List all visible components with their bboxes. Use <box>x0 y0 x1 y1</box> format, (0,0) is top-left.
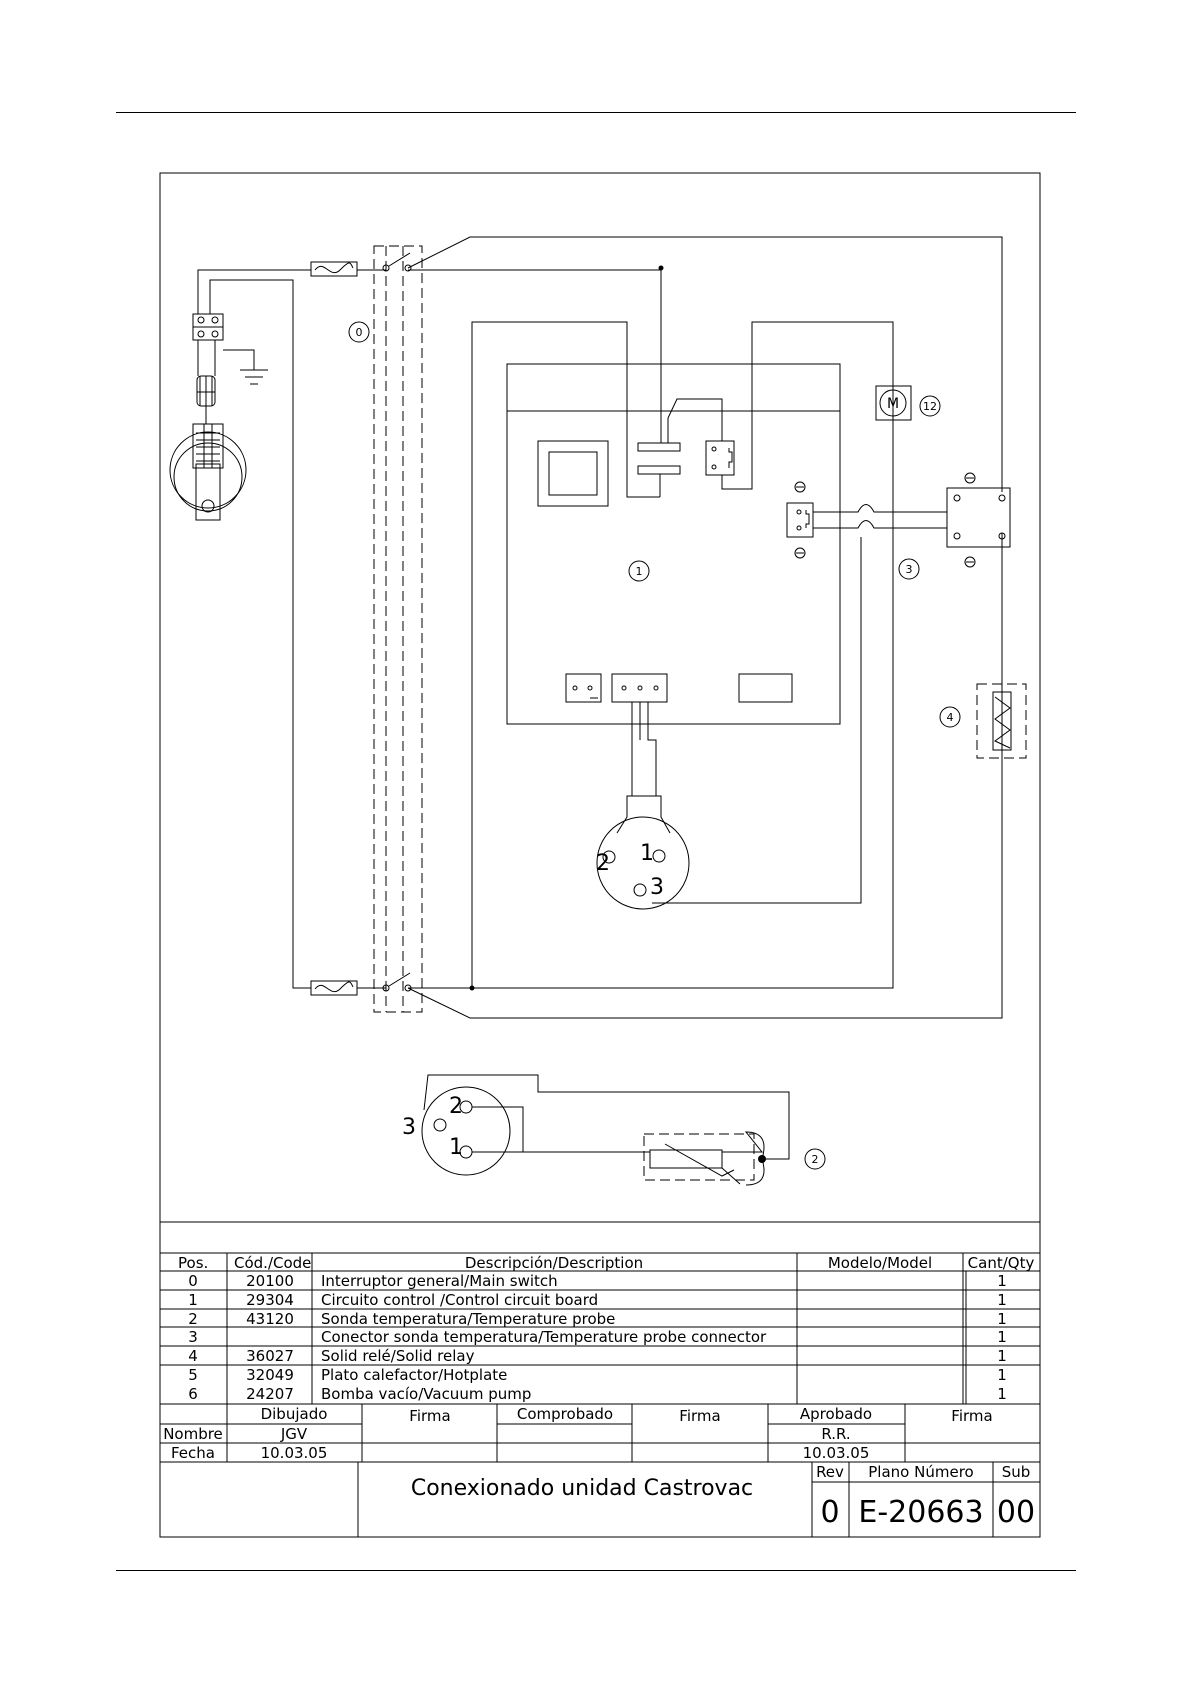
row-0-code: 20100 <box>246 1272 294 1290</box>
probe-connector-lower <box>421 1086 511 1176</box>
ground-icon <box>223 349 268 385</box>
title-block <box>160 1404 1040 1537</box>
nombre-label: Nombre <box>163 1425 223 1443</box>
row-4-description: Solid relé/Solid relay <box>321 1347 475 1365</box>
lower-pin-1: 1 <box>449 1135 463 1160</box>
aprobado-label: Aprobado <box>800 1405 872 1423</box>
row-0-qty: 1 <box>997 1272 1007 1290</box>
relay-minus-markers <box>794 481 806 559</box>
lower-pin-2: 2 <box>449 1094 463 1119</box>
parts-rows: 0 20100 Interruptor general/Main switch … <box>188 1272 1007 1403</box>
probe-connector-upper <box>596 795 690 910</box>
parts-table <box>159 1221 1040 1537</box>
parts-header-pos: Pos. <box>178 1254 208 1272</box>
row-5-description: Plato calefactor/Hotplate <box>321 1366 507 1384</box>
sub-label: Sub <box>1002 1463 1031 1481</box>
mains-plug-icon <box>169 423 247 521</box>
parts-header-code: Cód./Code <box>234 1254 311 1272</box>
top-rule <box>116 112 1076 113</box>
bottom-rule <box>116 1570 1076 1571</box>
row-5-qty: 1 <box>997 1366 1007 1384</box>
temperature-probe-icon <box>643 1133 755 1181</box>
row-3-pos: 3 <box>188 1328 198 1346</box>
row-6-qty: 1 <box>997 1385 1007 1403</box>
row-0-pos: 0 <box>188 1272 198 1290</box>
firma-label-2: Firma <box>679 1407 720 1425</box>
main-switch <box>373 245 423 1013</box>
callout-12: 12 <box>923 400 937 413</box>
row-3-description: Conector sonda temperatura/Temperature p… <box>321 1328 767 1346</box>
row-5-pos: 5 <box>188 1366 198 1384</box>
upper-pin-2: 2 <box>596 851 610 876</box>
firma-label-1: Firma <box>409 1407 450 1425</box>
callout-1: 1 <box>636 565 643 578</box>
plano-label: Plano Número <box>868 1463 973 1481</box>
parts-header-model: Modelo/Model <box>828 1254 932 1272</box>
parts-header-description: Descripción/Description <box>465 1254 643 1272</box>
row-4-pos: 4 <box>188 1347 198 1365</box>
row-0-description: Interruptor general/Main switch <box>321 1272 558 1290</box>
plano-value: E-20663 <box>858 1495 983 1530</box>
terminal-block <box>192 313 224 341</box>
lower-pin-3: 3 <box>402 1115 416 1140</box>
row-6-description: Bomba vacío/Vacuum pump <box>321 1385 531 1403</box>
drawing-title: Conexionado unidad Castrovac <box>411 1476 753 1501</box>
callout-3: 3 <box>906 563 913 576</box>
fuse-bottom-icon <box>310 980 358 996</box>
comprobado-label: Comprobado <box>517 1405 613 1423</box>
callout-4: 4 <box>947 711 954 724</box>
junction-dot <box>658 265 664 271</box>
junction-dot <box>469 985 475 991</box>
row-2-pos: 2 <box>188 1310 198 1328</box>
firma-label-3: Firma <box>951 1407 992 1425</box>
rev-label: Rev <box>816 1463 844 1481</box>
dibujado-label: Dibujado <box>261 1405 328 1423</box>
sheet-border <box>159 172 1041 1538</box>
parts-header-qty: Cant/Qty <box>968 1254 1035 1272</box>
row-6-pos: 6 <box>188 1385 198 1403</box>
hotplate-heater-icon <box>976 683 1027 759</box>
row-2-qty: 1 <box>997 1310 1007 1328</box>
row-5-code: 32049 <box>246 1366 294 1384</box>
fecha-label: Fecha <box>171 1444 215 1462</box>
vacuum-pump-motor-icon <box>875 385 912 421</box>
junction-dot <box>758 1155 766 1163</box>
row-4-qty: 1 <box>997 1347 1007 1365</box>
callout-0: 0 <box>356 326 363 339</box>
row-1-description: Circuito control /Control circuit board <box>321 1291 598 1309</box>
cord-connector <box>196 375 216 407</box>
aprobado-fecha: 10.03.05 <box>803 1444 870 1462</box>
row-1-qty: 1 <box>997 1291 1007 1309</box>
row-2-code: 43120 <box>246 1310 294 1328</box>
control-circuit-board <box>506 363 841 725</box>
row-6-code: 24207 <box>246 1385 294 1403</box>
motor-symbol: M <box>887 396 899 412</box>
row-1-pos: 1 <box>188 1291 198 1309</box>
fuse-top-icon <box>310 261 358 277</box>
row-2-description: Sonda temperatura/Temperature probe <box>321 1310 615 1328</box>
upper-pin-3: 3 <box>650 875 664 900</box>
row-1-code: 29304 <box>246 1291 294 1309</box>
board-relay-connector <box>786 502 814 538</box>
solid-relay <box>946 472 1011 568</box>
callout-2: 2 <box>812 1153 819 1166</box>
row-4-code: 36027 <box>246 1347 294 1365</box>
dibujado-nombre: JGV <box>280 1425 308 1443</box>
row-3-qty: 1 <box>997 1328 1007 1346</box>
aprobado-nombre: R.R. <box>821 1425 850 1443</box>
rev-value: 0 <box>820 1495 839 1530</box>
sub-value: 00 <box>997 1495 1035 1530</box>
upper-pin-1: 1 <box>640 841 654 866</box>
dibujado-fecha: 10.03.05 <box>261 1444 328 1462</box>
